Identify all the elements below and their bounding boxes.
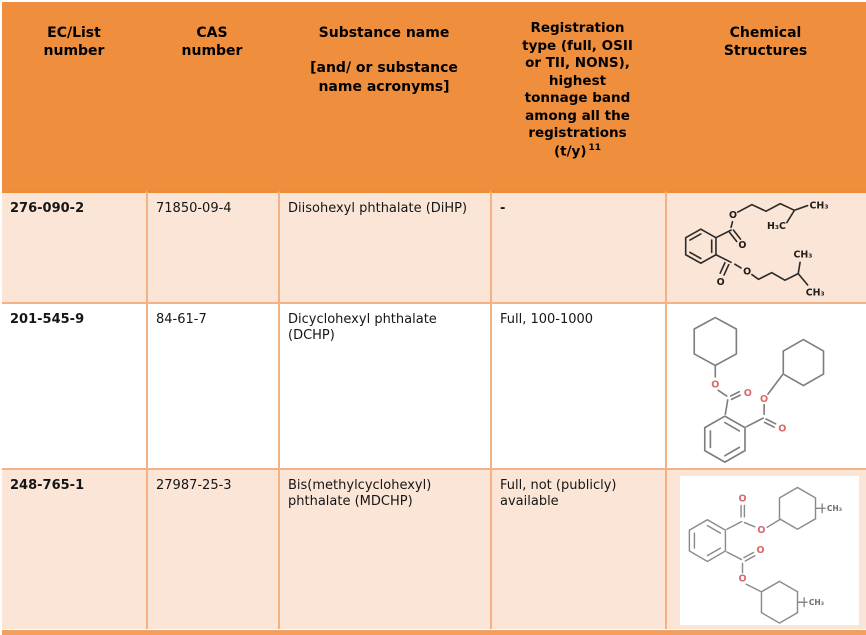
- first-ester-group: [716, 389, 741, 416]
- table-row-1-registration: -: [490, 190, 665, 302]
- table-row-2-registration: Full, 100-1000: [490, 302, 665, 468]
- table-bottom-border: [2, 629, 866, 635]
- oxygen-label: O: [738, 240, 746, 251]
- oxygen-label: O: [711, 379, 719, 390]
- benzene-ring: [684, 228, 717, 265]
- header-ec-label: EC/List number: [43, 25, 105, 60]
- oxygen-label: O: [716, 277, 724, 288]
- header-structures-label: Chemical Structures: [723, 25, 808, 60]
- lower-ester-chain: [714, 253, 808, 286]
- table-row-1-name: Diisohexyl phthalate (DiHP): [278, 190, 490, 302]
- methyl-label: CH₃: [805, 287, 824, 298]
- table-row-1-cas: 71850-09-4: [146, 190, 278, 302]
- table-row-3-name: Bis(methylcyclohexyl) phthalate (MDCHP): [278, 468, 490, 629]
- lower-methylcyclohexane-ring: [760, 580, 808, 624]
- table-row-2-ec: 201-545-9: [2, 302, 146, 468]
- table-row-3-ec: 248-765-1: [2, 468, 146, 629]
- upper-ester-group: [725, 504, 780, 530]
- oxygen-label: O: [757, 525, 765, 536]
- bis-methylcyclohexyl-phthalate-structure: O O O O CH₃ CH₃: [688, 486, 842, 624]
- oxygen-label: O: [743, 388, 751, 399]
- header-substance-name: Substance name [and/ or substance name a…: [278, 2, 490, 190]
- header-cas-number: CAS number: [146, 2, 278, 190]
- header-chemical-structures: Chemical Structures: [665, 2, 866, 190]
- table-row-1-ec: 276-090-2: [2, 190, 146, 302]
- lower-ester-group: [725, 551, 761, 593]
- table-row-3-registration: Full, not (publicly) available: [490, 468, 665, 629]
- header-ec-list-number: EC/List number: [2, 2, 146, 190]
- diisohexyl-phthalate-structure: O O CH₃ H₃C O O CH₃ CH₃: [684, 200, 828, 298]
- upper-ester-chain: [714, 202, 808, 243]
- methyl-label: H₃C: [766, 221, 785, 232]
- oxygen-label: O: [756, 545, 764, 556]
- left-cyclohexane-ring: [692, 316, 737, 378]
- methyl-label: CH₃: [793, 250, 812, 261]
- right-cyclohexane-ring: [781, 338, 824, 387]
- table-row-2-name: Dicyclohexyl phthalate (DCHP): [278, 302, 490, 468]
- oxygen-label: O: [728, 210, 736, 221]
- oxygen-label: O: [738, 494, 746, 505]
- dicyclohexyl-phthalate-structure: O O O O: [692, 316, 824, 464]
- header-registration-type: Registration type (full, OSII or TII, NO…: [490, 2, 665, 190]
- methyl-label: CH₃: [809, 200, 828, 211]
- oxygen-label: O: [760, 394, 768, 405]
- header-cas-label: CAS number: [181, 25, 243, 60]
- header-registration-label: Registration type (full, OSII or TII, NO…: [522, 20, 633, 160]
- header-registration-footnote: 11: [588, 142, 602, 153]
- table-row-3-cas: 27987-25-3: [146, 468, 278, 629]
- oxygen-label: O: [743, 267, 751, 278]
- table-row-2-cas: 84-61-7: [146, 302, 278, 468]
- second-ester-group: [745, 374, 783, 428]
- table-row-2-structure: O O O O: [665, 302, 866, 468]
- methyl-label: CH₃: [808, 598, 823, 607]
- methyl-label: CH₃: [826, 504, 841, 513]
- header-substance-title: Substance name: [318, 25, 450, 41]
- header-substance-subtitle: [and/ or substance name acronyms]: [310, 60, 458, 95]
- oxygen-label: O: [738, 573, 746, 584]
- oxygen-label: O: [778, 423, 786, 434]
- upper-methylcyclohexane-ring: [778, 486, 826, 531]
- structure-image-box: O O O O CH₃ CH₃: [680, 476, 859, 625]
- benzene-ring: [703, 415, 746, 464]
- table-row-1-structure: O O CH₃ H₃C O O CH₃ CH₃: [665, 190, 866, 302]
- table-row-3-structure: O O O O CH₃ CH₃: [665, 468, 866, 629]
- benzene-ring: [688, 518, 726, 563]
